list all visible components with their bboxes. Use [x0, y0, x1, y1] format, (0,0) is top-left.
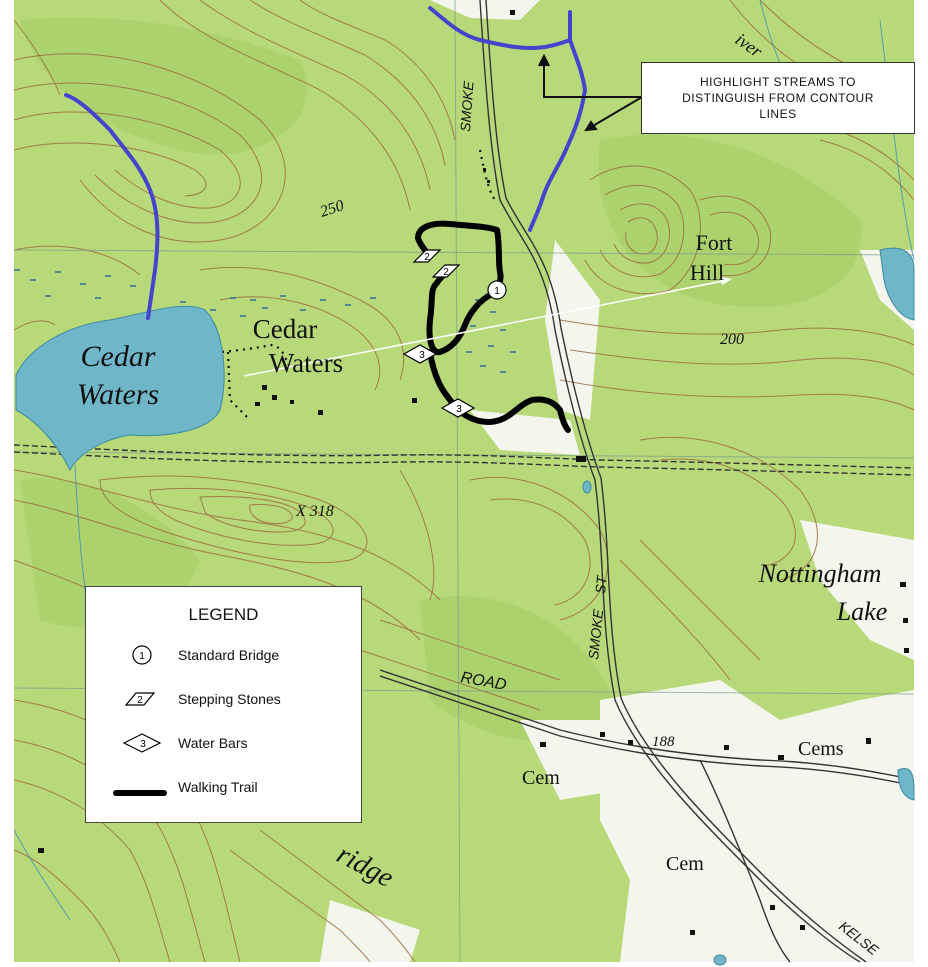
elevation-188-label: 188: [652, 734, 675, 750]
trail-markers: 1 2 2 3 3: [402, 249, 507, 418]
stream-highlight-callout: HIGHLIGHT STREAMS TO DISTINGUISH FROM CO…: [641, 62, 915, 134]
legend-item-water-bars: 3 Water Bars: [86, 729, 361, 759]
elevation-250-label: 250: [318, 197, 346, 221]
water-bar-marker-2: 3: [440, 398, 476, 418]
cem-label-2: Cems: [798, 738, 844, 760]
svg-text:1: 1: [139, 651, 145, 662]
stream-east-branch: [528, 10, 587, 232]
roads: [13, 0, 915, 963]
legend-item-bridge: 1 Standard Bridge: [86, 641, 361, 671]
building-markers: [38, 10, 909, 935]
elevation-labels: 250 200 188 X 318: [295, 197, 744, 750]
village-label-line1: Cedar: [253, 314, 317, 344]
lake-west-label-line2: Waters: [77, 378, 159, 411]
stepping-stone-marker-1: 2: [412, 249, 442, 263]
svg-text:3: 3: [140, 739, 146, 750]
callout-line-2: DISTINGUISH FROM CONTOUR: [682, 91, 874, 105]
hill-label-line1: Fort: [696, 230, 733, 255]
stepping-stone-marker-2: 2: [431, 264, 461, 278]
water-bar-marker-2-number: 3: [456, 404, 462, 415]
lake-west-label-line1: Cedar: [81, 340, 156, 373]
bridge-circle-icon: 1: [132, 645, 152, 665]
bridge-marker-number: 1: [494, 286, 500, 297]
legend-title: LEGEND: [188, 605, 259, 624]
legend-item-label: Standard Bridge: [178, 647, 280, 663]
smoke-north-label: SMOKE: [457, 80, 477, 132]
svg-text:2: 2: [137, 695, 143, 706]
legend-item-walking-trail: Walking Trail: [86, 773, 361, 803]
lake-east-label-line2: Lake: [836, 597, 888, 626]
map-frame-right: [914, 0, 928, 967]
grid-lines: [13, 0, 915, 963]
walking-trail-line-icon: [113, 790, 167, 796]
hill-label-line2: Hill: [690, 260, 724, 285]
water-bar-diamond-icon: 3: [122, 733, 162, 753]
nottingham-pond: [897, 767, 915, 801]
cedar-waters-lake: [15, 305, 225, 472]
water-bar-marker-1-number: 3: [419, 350, 425, 361]
legend-item-label: Water Bars: [178, 735, 248, 751]
callout-line-3: LINES: [759, 107, 797, 121]
east-pond: [879, 247, 915, 321]
cem-label-1: Cem: [522, 767, 560, 789]
highlighted-streams: [64, 6, 587, 320]
marsh-symbols: [14, 269, 516, 373]
summit-elevation-label: X 318: [295, 503, 334, 520]
cem-label-3: Cem: [666, 853, 704, 875]
village-label-line2: Waters: [269, 348, 343, 378]
map-frame-bottom: [0, 962, 928, 967]
water-bar-marker-1: 3: [402, 344, 438, 364]
map-frame-left: [0, 0, 14, 967]
lake-east-label-line1: Nottingham: [758, 559, 882, 588]
legend-item-label: Walking Trail: [178, 779, 258, 795]
elevation-200-label: 200: [720, 331, 744, 348]
stream-north-branch: [428, 6, 572, 51]
callout-arrows: [538, 53, 643, 132]
stepping-stone-parallelogram-icon: 2: [124, 692, 156, 706]
stream-west: [64, 93, 160, 320]
legend-item-stepping-stones: 2 Stepping Stones: [86, 685, 361, 715]
stepping-stone-marker-2-number: 2: [443, 267, 449, 278]
legend-item-label: Stepping Stones: [178, 691, 281, 707]
map-legend: LEGEND 1 Standard Bridge 2 Stepping Ston…: [85, 586, 362, 823]
dotted-road: [221, 149, 496, 419]
callout-line-1: HIGHLIGHT STREAMS TO: [699, 75, 857, 89]
stepping-stone-marker-1-number: 2: [424, 252, 430, 263]
water-bodies: [15, 247, 915, 966]
white-arrow: [243, 277, 732, 377]
bridge-marker: 1: [487, 280, 507, 300]
